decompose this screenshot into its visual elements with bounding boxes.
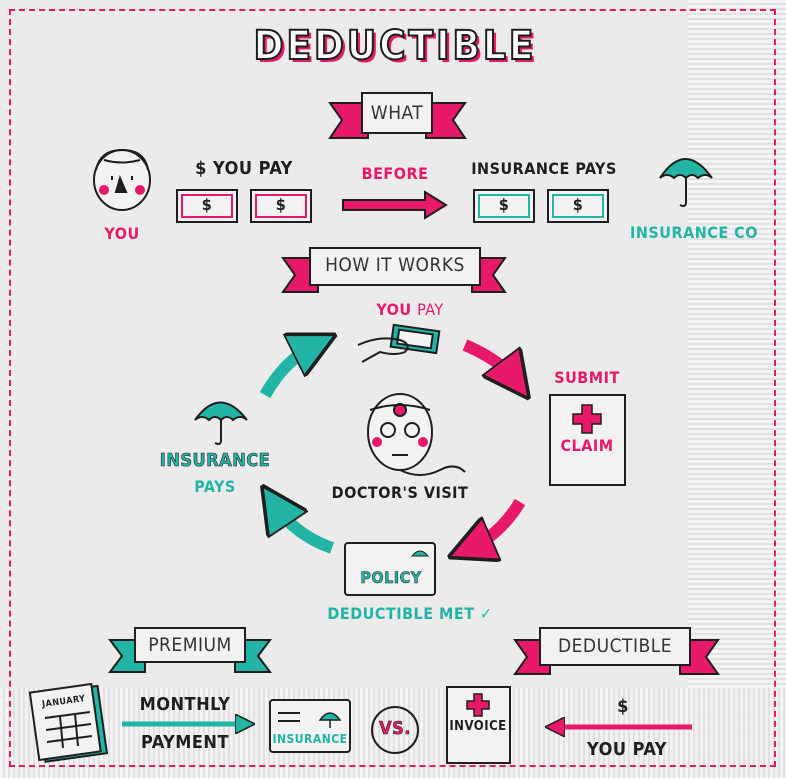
insurance-pays-label: INSURANCE PAYS [471,159,617,178]
napkin-texture-bottom [0,688,786,778]
invoice-icon [446,686,511,764]
umbrella-icon-insurance [194,401,248,445]
what-banner-ribbon [328,92,467,139]
vs-circle [371,706,419,754]
payment-label: PAYMENT [140,732,230,753]
premium-banner-ribbon [108,627,272,673]
policy-card-icon [344,542,436,596]
hand-paying-icon [357,323,441,363]
insurance-co-label: INSURANCE CO [630,223,758,242]
before-arrow-icon [342,190,448,220]
cycle-arrow-pink-bottom [470,498,526,548]
monthly-label: MONTHLY [139,694,231,715]
you-pay-bottom-label: YOU PAY [587,739,667,760]
umbrella-icon [659,158,713,207]
dashed-border [9,9,776,767]
policy-label: POLICY [360,568,422,587]
cycle-arrow-pink-top [462,339,515,380]
dollar-label: $ [617,696,629,717]
insurance-card-icon [269,699,351,753]
deductible-met-label: DEDUCTIBLE MET ✓ [327,604,493,623]
deductible-banner-ribbon [513,627,720,675]
you-label: YOU [104,224,140,243]
insurance-card-label: INSURANCE [272,732,348,746]
pink-bills [176,189,312,223]
pays-label: PAYS [194,477,236,496]
you-text: YOU [376,300,412,319]
pay-text: PAY [417,300,444,319]
premium-banner: PREMIUM [148,634,232,656]
teal-bills [473,189,609,223]
calendar-icon [28,682,109,763]
cycle-arrow-teal-top [259,345,315,399]
vs-label: VS. [379,718,411,739]
cycle-arrow-teal-bottom [275,505,335,554]
bill-symbol: $ [275,195,287,214]
insurance-label: INSURANCE [159,450,271,471]
how-it-works-banner: HOW IT WORKS [325,254,465,276]
invoice-label: INVOICE [449,719,507,734]
person-face-icon [93,148,151,211]
how-it-works-banner-ribbon [281,247,507,293]
claim-form-icon [549,394,626,486]
you-pay-label: $ YOU PAY [195,158,293,179]
claim-label: CLAIM [560,436,614,455]
doctor-icon [367,393,466,476]
you-pay-step: YOU PAY [376,302,443,318]
what-banner: WHAT [370,102,424,124]
bill-symbol: $ [572,195,584,214]
deductible-banner: DEDUCTIBLE [557,635,673,657]
bill-symbol: $ [498,195,510,214]
page-title: DEDUCTIBLE [253,23,537,69]
doctors-visit-label: DOCTOR'S VISIT [331,483,469,502]
before-label: BEFORE [361,164,429,183]
bill-symbol: $ [201,195,213,214]
submit-label: SUBMIT [554,368,620,387]
